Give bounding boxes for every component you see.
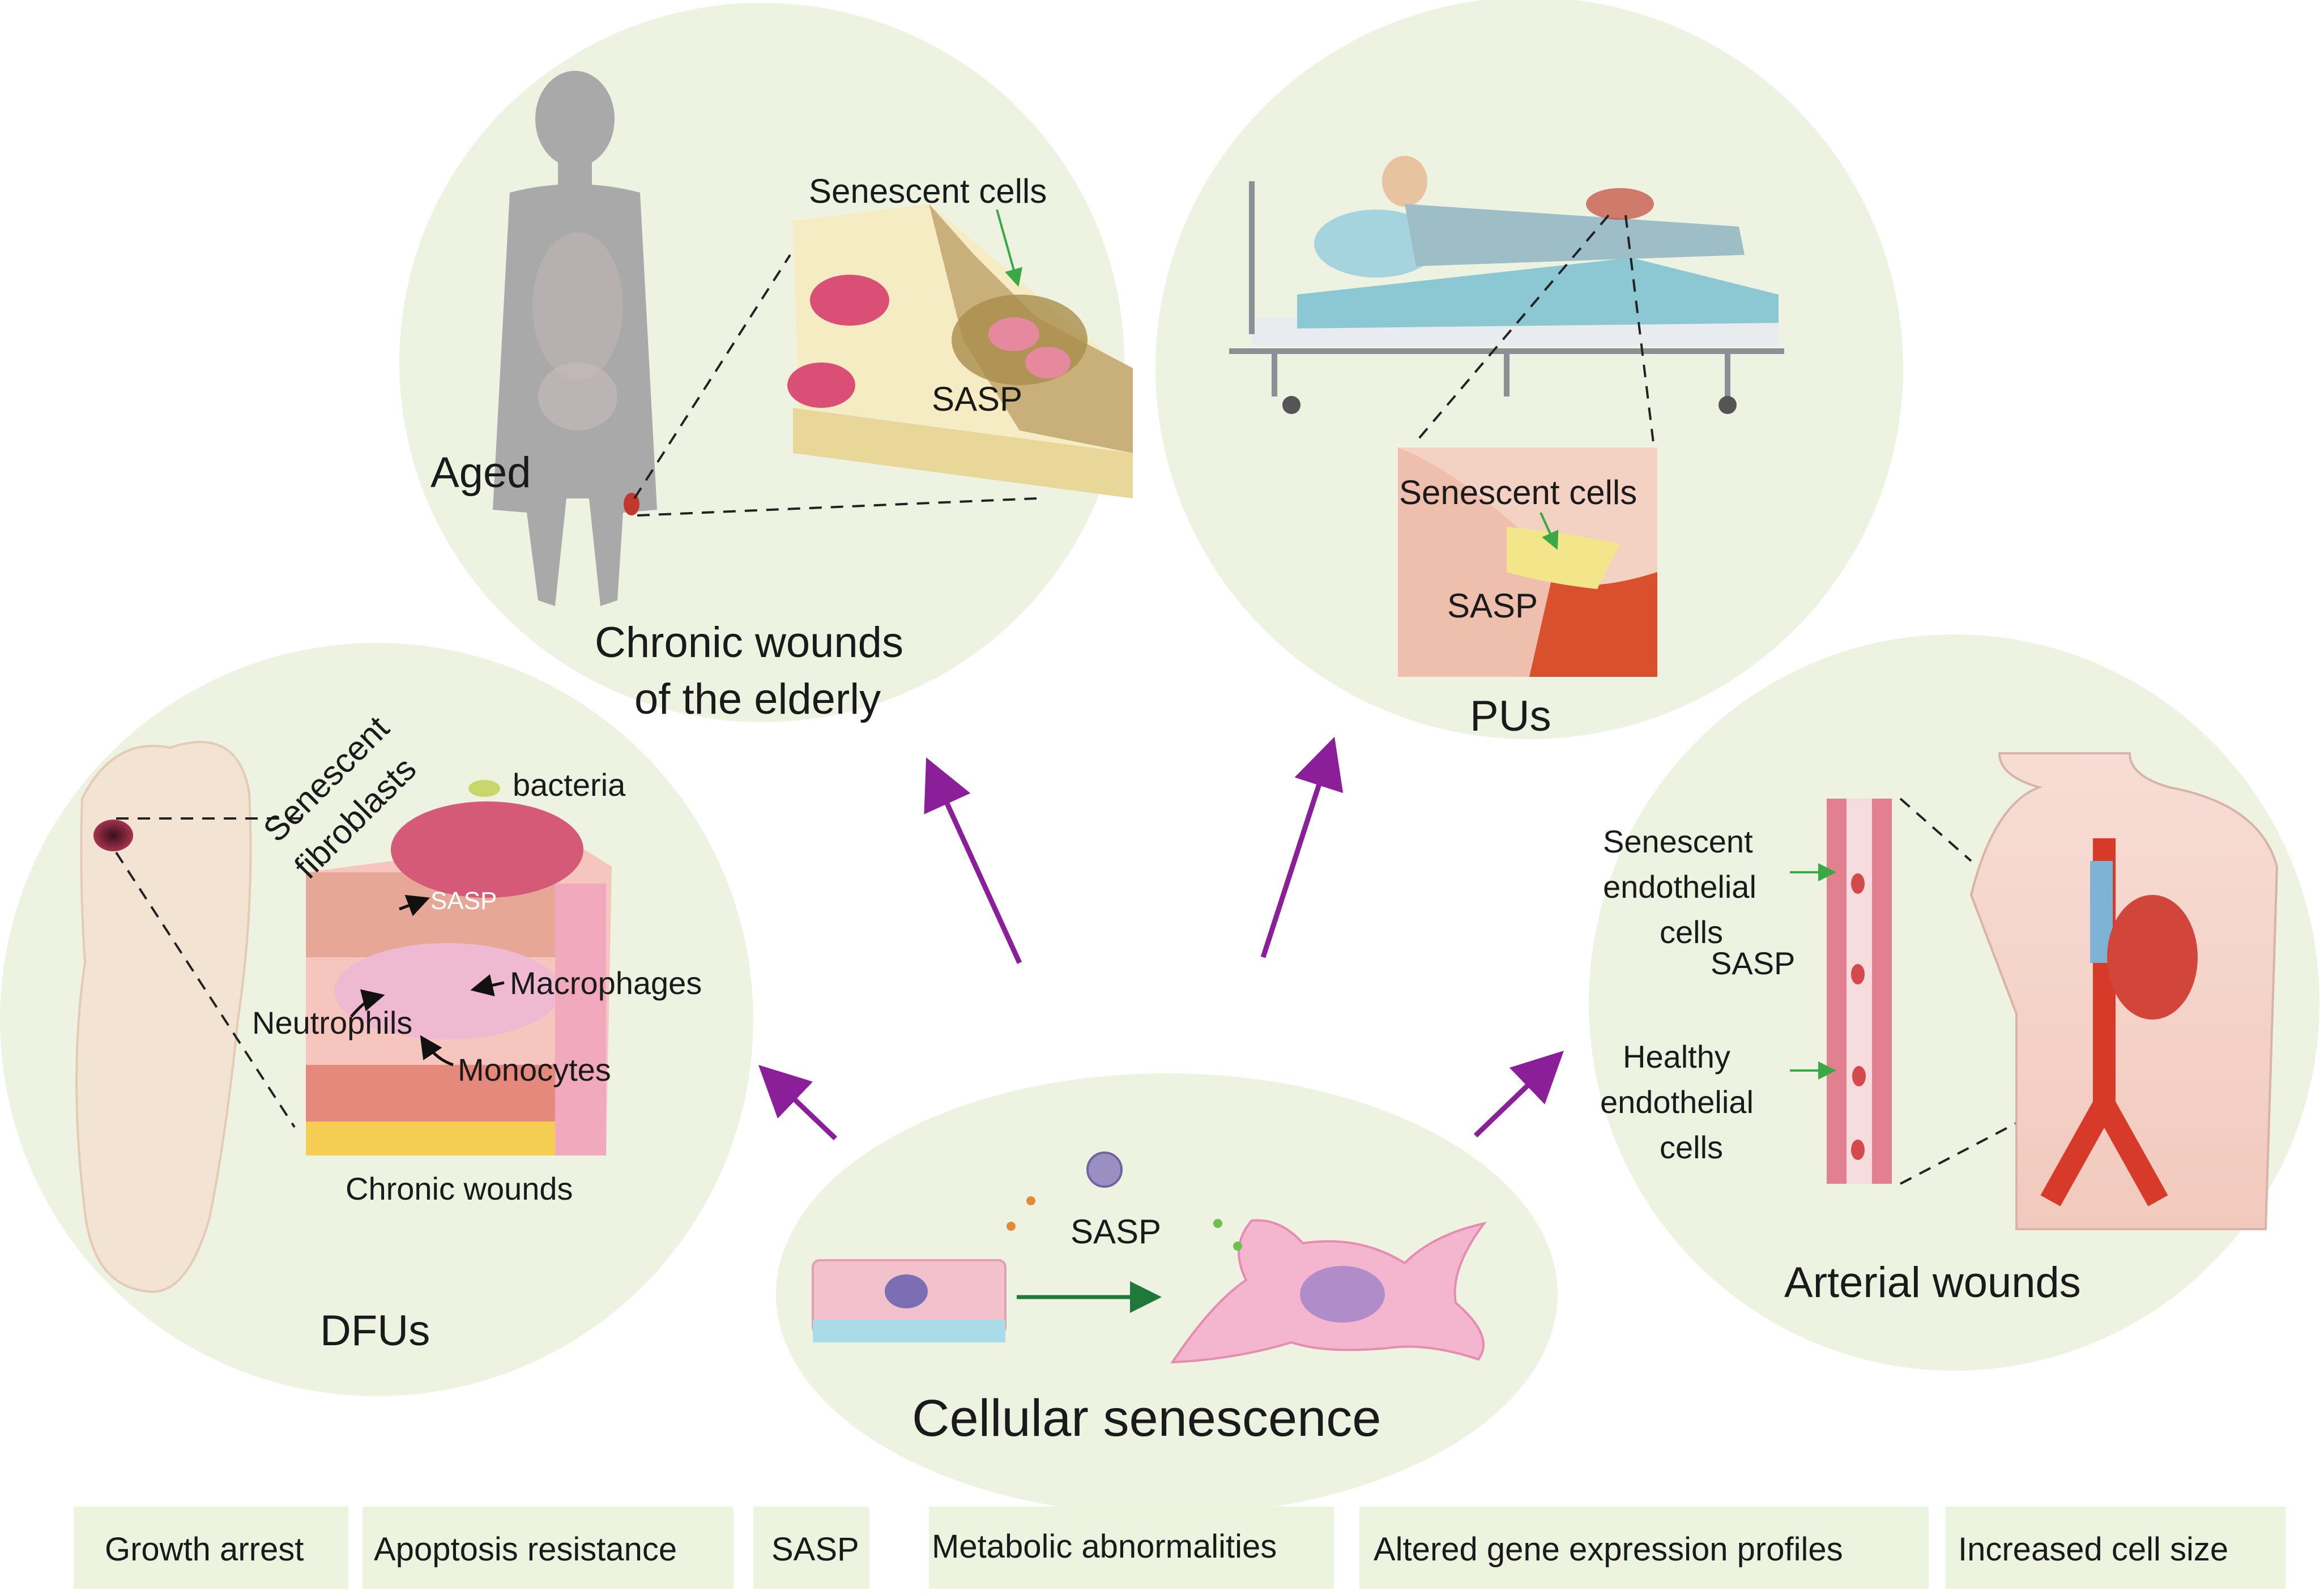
- dfu-chronic-wounds-label: Chronic wounds: [346, 1171, 573, 1206]
- center-sasp-label: SASP: [1071, 1213, 1161, 1251]
- arrow-to-elderly: [924, 757, 1022, 964]
- aged-human-figure: [493, 71, 657, 606]
- pressure-panel-bg: [1155, 0, 1903, 739]
- feature-box-apoptosis-resistance: Apoptosis resistance: [363, 1507, 734, 1589]
- pressure-senescent-cells-label: Senescent cells: [1399, 474, 1637, 511]
- arterial-senescent-line2: endothelial: [1603, 869, 1756, 905]
- dfu-monocytes-label: Monocytes: [458, 1052, 611, 1088]
- bacteria-icon: [468, 780, 500, 797]
- elderly-senescent-pointer: [996, 209, 1023, 287]
- sasp-dot: [1007, 1222, 1016, 1231]
- svg-text:Apoptosis resistance: Apoptosis resistance: [374, 1531, 677, 1568]
- foot-sole-illustration: [75, 741, 252, 1293]
- pressure-senescent-pointer: [1540, 512, 1559, 550]
- pressure-zoom-line-left: [1415, 214, 1610, 443]
- arterial-healthy-line1: Healthy: [1623, 1039, 1730, 1074]
- elderly-title-line1: Chronic wounds: [595, 619, 903, 667]
- sasp-dot: [1233, 1242, 1242, 1251]
- feature-box-sasp: SASP: [753, 1507, 869, 1589]
- dfu-bacteria-label: bacteria: [513, 767, 626, 803]
- svg-text:Growth arrest: Growth arrest: [105, 1531, 304, 1568]
- sasp-dot: [1026, 1196, 1035, 1205]
- healthy-cell-illustration: [812, 1259, 1007, 1342]
- senescent-cell-illustration: [1170, 1219, 1487, 1364]
- dfu-monocytes-pointer: [420, 1035, 454, 1067]
- dfu-skin-block-illustration: [306, 801, 612, 1155]
- arrow-to-pressure: [1260, 736, 1344, 958]
- dfu-sasp-pointer: [399, 895, 430, 916]
- arterial-senescent-line1: Senescent: [1603, 824, 1753, 859]
- dfu-sasp-label: SASP: [430, 887, 497, 915]
- pressure-skin-section-illustration: [1398, 447, 1657, 677]
- feature-box-growth-arrest: Growth arrest: [74, 1507, 348, 1589]
- dfu-neutrophils-label: Neutrophils: [252, 1005, 412, 1040]
- feature-box-metabolic-abnormalities: Metabolic abnormalities: [929, 1507, 1334, 1589]
- blood-vessel-illustration: [1827, 799, 1892, 1184]
- arterial-zoom-line-upper: [1899, 798, 1972, 862]
- dfu-title: DFUs: [320, 1307, 430, 1355]
- center-panel-bg: [776, 1073, 1558, 1515]
- arrow-to-dfu: [758, 1065, 838, 1141]
- sasp-dot: [1213, 1219, 1222, 1228]
- svg-text:Altered gene expression profil: Altered gene expression profiles: [1374, 1531, 1843, 1568]
- arterial-healthy-line2: endothelial: [1600, 1084, 1754, 1120]
- svg-text:Increased cell size: Increased cell size: [1958, 1531, 2228, 1568]
- pressure-title: PUs: [1470, 692, 1551, 740]
- center-title: Cellular senescence: [912, 1389, 1381, 1447]
- dfu-macrophages-pointer: [470, 974, 505, 997]
- feature-box-increased-cell-size: Increased cell size: [1946, 1507, 2285, 1589]
- svg-text:SASP: SASP: [771, 1531, 859, 1568]
- pressure-zoom-line-right: [1624, 215, 1655, 448]
- arterial-title: Arterial wounds: [1784, 1259, 2081, 1307]
- arterial-sasp-label: SASP: [1711, 945, 1795, 981]
- elderly-sasp-label: SASP: [932, 380, 1022, 418]
- arterial-healthy-line3: cells: [1660, 1129, 1723, 1165]
- elderly-senescent-cells-label: Senescent cells: [809, 172, 1047, 210]
- elderly-zoom-line-upper: [633, 254, 791, 500]
- arterial-senescent-line3: cells: [1660, 914, 1723, 950]
- torso-artery-illustration: [1969, 752, 2279, 1230]
- svg-text:Metabolic abnormalities: Metabolic abnormalities: [932, 1528, 1277, 1565]
- elderly-zoom-line-lower: [637, 497, 1037, 517]
- elderly-title-line2: of the elderly: [634, 675, 881, 723]
- hospital-bed-illustration: [1229, 156, 1784, 414]
- sasp-vesicle-icon: [1086, 1152, 1123, 1188]
- pressure-sasp-label: SASP: [1447, 587, 1538, 625]
- dfu-neutrophils-pointer: [350, 989, 385, 1018]
- dfu-macrophages-label: Macrophages: [510, 965, 702, 1001]
- aged-label: Aged: [430, 449, 531, 497]
- arrow-to-arterial: [1473, 1051, 1564, 1138]
- feature-box-altered-gene-expression: Altered gene expression profiles: [1359, 1507, 1929, 1589]
- dfu-zoom-line-lower: [115, 851, 296, 1128]
- elderly-skin-section-illustration: [787, 204, 1133, 498]
